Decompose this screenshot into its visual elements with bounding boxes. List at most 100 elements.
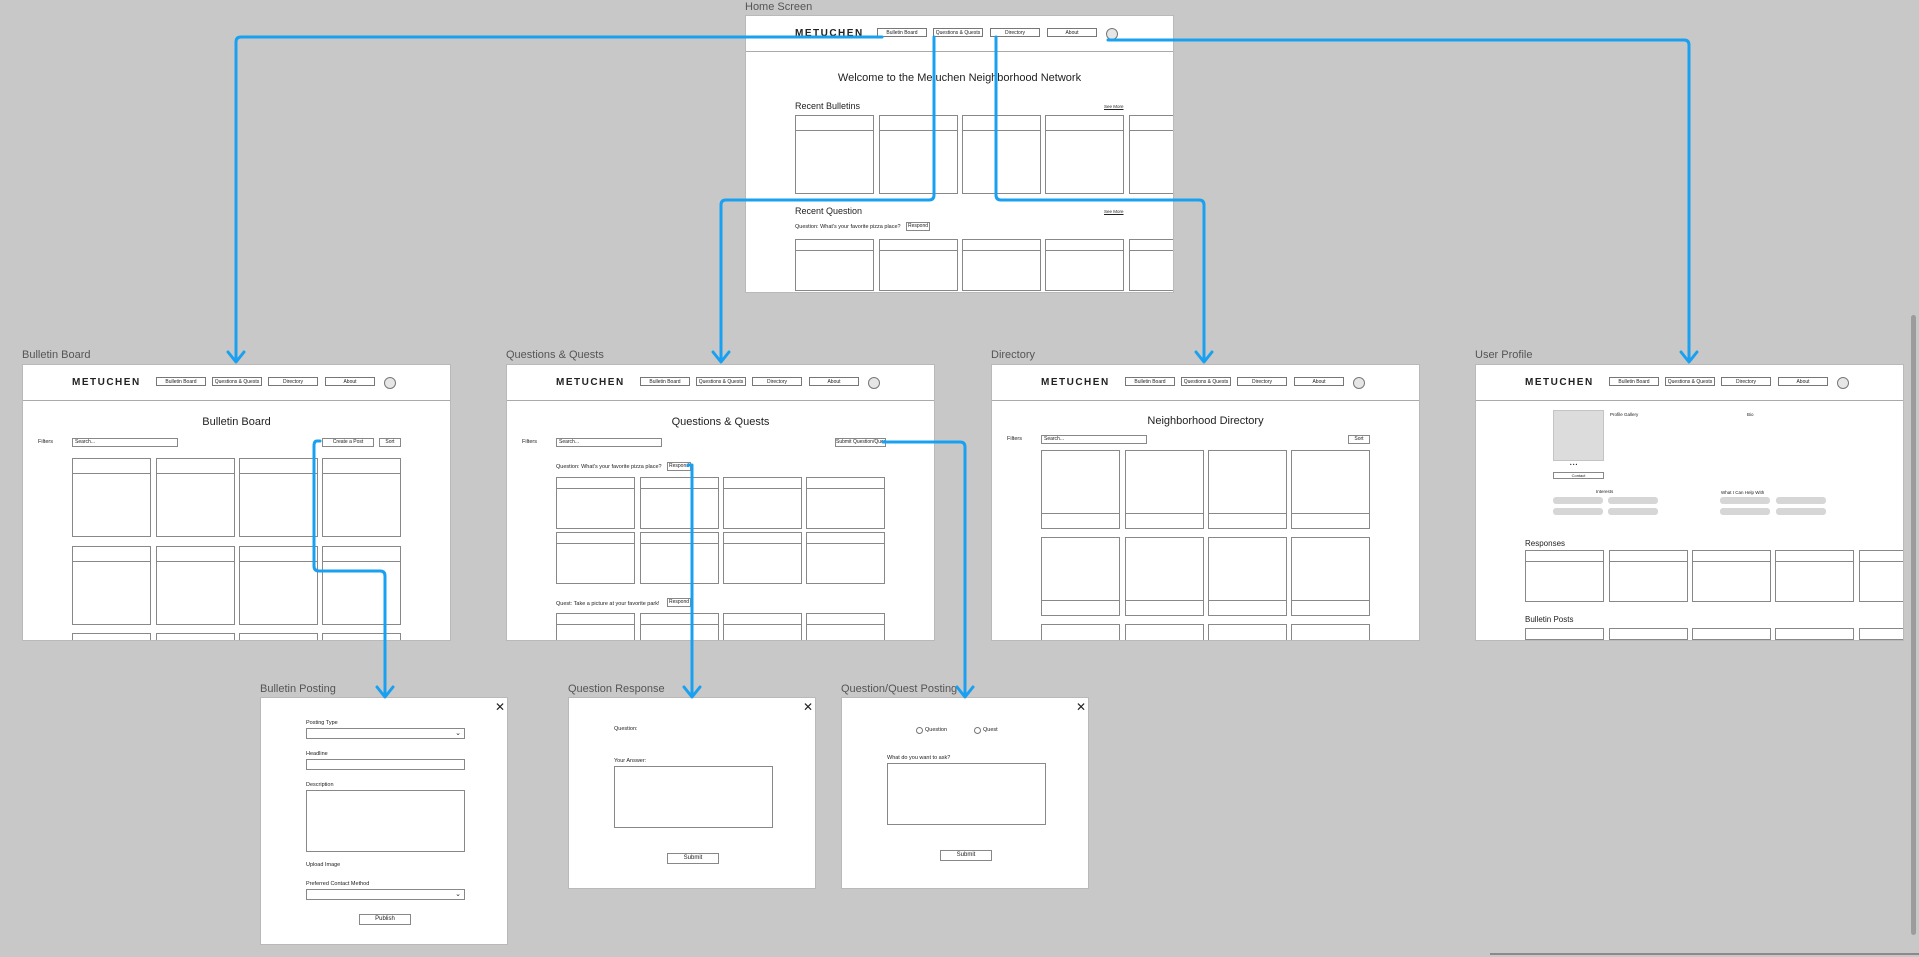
home-question-card[interactable] — [795, 239, 874, 291]
bulletin-posting-close-icon[interactable]: ✕ — [495, 700, 506, 714]
questions-nav-about[interactable]: About — [809, 377, 859, 386]
questions-nav-bulletin-board[interactable]: Bulletin Board — [640, 377, 690, 386]
home-question-card[interactable] — [962, 239, 1041, 291]
bulletin-card[interactable] — [72, 633, 151, 640]
question-response-card[interactable] — [723, 532, 802, 584]
questions-avatar[interactable] — [868, 377, 880, 389]
profile-response-card[interactable] — [1609, 550, 1688, 602]
home-see-more-questions[interactable]: See More — [1104, 209, 1124, 214]
directory-sort-button[interactable]: Sort — [1348, 435, 1370, 444]
home-bulletin-card[interactable] — [1045, 115, 1124, 194]
quest-radio[interactable] — [974, 727, 981, 734]
posting-type-select[interactable]: ⌄ — [306, 728, 465, 739]
profile-nav-directory[interactable]: Directory — [1721, 377, 1771, 386]
description-textarea[interactable] — [306, 790, 465, 852]
horizontal-scrollbar[interactable] — [1490, 953, 1919, 955]
bulletin-card[interactable] — [322, 546, 401, 625]
bulletin-card[interactable] — [239, 546, 318, 625]
profile-bulletin-card[interactable] — [1609, 628, 1688, 640]
directory-card[interactable] — [1291, 624, 1370, 640]
profile-nav-questions-quests[interactable]: Questions & Quests — [1665, 377, 1715, 386]
quest-posting-close-icon[interactable]: ✕ — [1076, 700, 1087, 714]
directory-card[interactable] — [1125, 450, 1204, 529]
directory-avatar[interactable] — [1353, 377, 1365, 389]
directory-nav-directory[interactable]: Directory — [1237, 377, 1287, 386]
directory-card[interactable] — [1041, 624, 1120, 640]
directory-nav-about[interactable]: About — [1294, 377, 1344, 386]
answer-textarea[interactable] — [614, 766, 773, 828]
contact-method-select[interactable]: ⌄ — [306, 889, 465, 900]
submit-answer-button[interactable]: Submit — [667, 853, 719, 864]
home-question-card[interactable] — [1045, 239, 1124, 291]
bulletin-card[interactable] — [322, 633, 401, 640]
profile-response-card[interactable] — [1775, 550, 1854, 602]
home-bulletin-card[interactable] — [962, 115, 1041, 194]
quest-response-card[interactable] — [723, 613, 802, 640]
bulletin-nav-bulletin-board[interactable]: Bulletin Board — [156, 377, 206, 386]
home-question-card[interactable] — [879, 239, 958, 291]
bulletin-card[interactable] — [156, 458, 235, 537]
directory-nav-bulletin-board[interactable]: Bulletin Board — [1125, 377, 1175, 386]
bulletin-create-post-button[interactable]: Create a Post — [322, 438, 374, 447]
home-nav-questions-quests[interactable]: Questions & Quests — [933, 28, 983, 37]
profile-bulletin-card[interactable] — [1859, 628, 1903, 640]
bulletin-card[interactable] — [239, 633, 318, 640]
bulletin-card[interactable] — [322, 458, 401, 537]
bulletin-card[interactable] — [72, 546, 151, 625]
question-response-card[interactable] — [556, 477, 635, 529]
directory-card[interactable] — [1208, 537, 1287, 616]
home-respond-button[interactable]: Respond — [906, 222, 930, 231]
bulletin-filters-label[interactable]: Filters — [38, 439, 53, 445]
directory-nav-questions-quests[interactable]: Questions & Quests — [1181, 377, 1231, 386]
bulletin-nav-questions-quests[interactable]: Questions & Quests — [212, 377, 262, 386]
bulletin-card[interactable] — [156, 546, 235, 625]
question-response-card[interactable] — [640, 477, 719, 529]
directory-card[interactable] — [1208, 624, 1287, 640]
profile-nav-bulletin-board[interactable]: Bulletin Board — [1609, 377, 1659, 386]
directory-card[interactable] — [1041, 450, 1120, 529]
headline-input[interactable] — [306, 759, 465, 770]
bulletin-card[interactable] — [156, 633, 235, 640]
directory-card[interactable] — [1041, 537, 1120, 616]
bulletin-search-input[interactable]: Search... — [72, 438, 178, 447]
ask-textarea[interactable] — [887, 763, 1046, 825]
directory-card[interactable] — [1125, 624, 1204, 640]
question-response-card[interactable] — [723, 477, 802, 529]
home-bulletin-card[interactable] — [1129, 115, 1173, 194]
profile-gallery-dots[interactable]: • • • — [1570, 462, 1578, 467]
profile-nav-about[interactable]: About — [1778, 377, 1828, 386]
questions-nav-questions-quests[interactable]: Questions & Quests — [696, 377, 746, 386]
home-nav-directory[interactable]: Directory — [990, 28, 1040, 37]
quest-response-card[interactable] — [806, 613, 885, 640]
home-question-card[interactable] — [1129, 239, 1173, 291]
profile-response-card[interactable] — [1525, 550, 1604, 602]
upload-image-label[interactable]: Upload Image — [306, 862, 341, 868]
directory-filters-label[interactable]: Filters — [1007, 436, 1022, 442]
bulletin-card[interactable] — [72, 458, 151, 537]
profile-response-card[interactable] — [1859, 550, 1903, 602]
bulletin-avatar[interactable] — [384, 377, 396, 389]
questions-filters-label[interactable]: Filters — [522, 439, 537, 445]
bulletin-sort-button[interactable]: Sort — [379, 438, 401, 447]
questions-nav-directory[interactable]: Directory — [752, 377, 802, 386]
question-response-card[interactable] — [556, 532, 635, 584]
question-response-card[interactable] — [806, 477, 885, 529]
questions-search-input[interactable]: Search... — [556, 438, 662, 447]
question-radio[interactable] — [916, 727, 923, 734]
profile-response-card[interactable] — [1692, 550, 1771, 602]
home-nav-about[interactable]: About — [1047, 28, 1097, 37]
directory-card[interactable] — [1291, 537, 1370, 616]
home-bulletin-card[interactable] — [795, 115, 874, 194]
directory-card[interactable] — [1125, 537, 1204, 616]
directory-search-input[interactable]: Search... — [1041, 435, 1147, 444]
profile-bulletin-card[interactable] — [1692, 628, 1771, 640]
submit-question-button[interactable]: Submit — [940, 850, 992, 861]
canvas-scrollbar[interactable] — [1911, 315, 1916, 935]
profile-bulletin-card[interactable] — [1525, 628, 1604, 640]
bulletin-nav-about[interactable]: About — [325, 377, 375, 386]
directory-card[interactable] — [1208, 450, 1287, 529]
bulletin-card[interactable] — [239, 458, 318, 537]
profile-avatar[interactable] — [1837, 377, 1849, 389]
profile-bulletin-card[interactable] — [1775, 628, 1854, 640]
question-response-card[interactable] — [806, 532, 885, 584]
